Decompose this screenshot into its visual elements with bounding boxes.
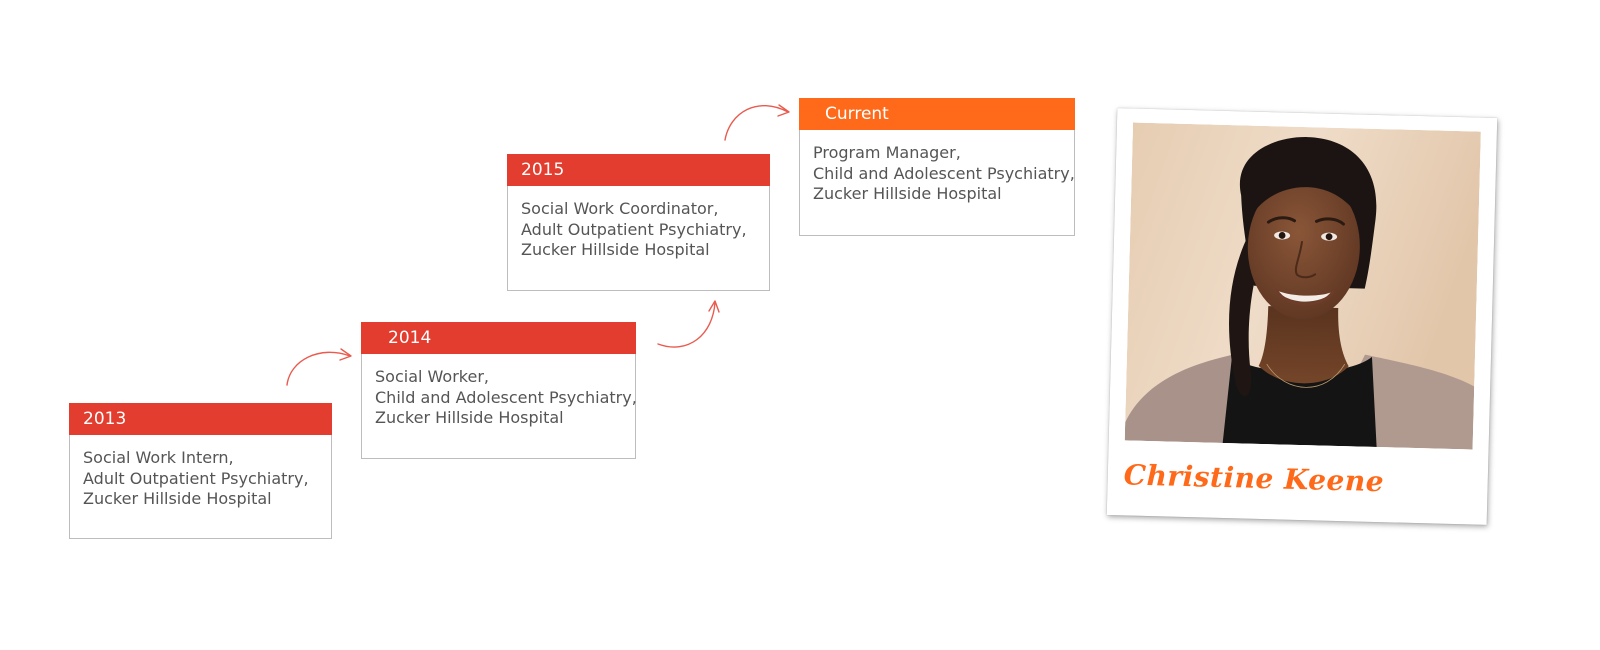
card-description: Program Manager, Child and Adolescent Ps…	[813, 143, 1075, 205]
card-role: Social Work Intern,	[83, 448, 234, 467]
polaroid-photo-frame: Christine Keene	[1106, 108, 1498, 525]
card-year-label: 2015	[521, 160, 565, 180]
card-year-header: 2015	[507, 154, 770, 186]
card-year-label: 2014	[388, 328, 432, 348]
timeline-card-2013: 2013 Social Work Intern, Adult Outpatien…	[69, 403, 332, 539]
card-department: Child and Adolescent Psychiatry,	[813, 163, 1075, 183]
profile-photo	[1124, 122, 1481, 450]
card-year-header: Current	[799, 98, 1075, 130]
card-institution: Zucker Hillside Hospital	[83, 489, 272, 508]
timeline-card-current: Current Program Manager, Child and Adole…	[799, 98, 1075, 236]
card-year-label: 2013	[83, 409, 127, 429]
card-description: Social Work Coordinator, Adult Outpatien…	[521, 199, 763, 261]
card-department: Child and Adolescent Psychiatry,	[375, 387, 637, 407]
card-institution: Zucker Hillside Hospital	[375, 408, 564, 427]
card-role: Social Work Coordinator,	[521, 199, 719, 218]
curved-arrow-icon	[286, 348, 352, 386]
card-year-label: Current	[825, 104, 889, 124]
card-year-header: 2013	[69, 403, 332, 435]
card-institution: Zucker Hillside Hospital	[813, 184, 1002, 203]
card-year-header: 2014	[361, 322, 636, 354]
profile-name-signature: Christine Keene	[1123, 458, 1385, 499]
card-description: Social Work Intern, Adult Outpatient Psy…	[83, 448, 325, 510]
card-role: Program Manager,	[813, 143, 961, 162]
card-description: Social Worker, Child and Adolescent Psyc…	[375, 367, 637, 429]
timeline-card-2015: 2015 Social Work Coordinator, Adult Outp…	[507, 154, 770, 291]
card-institution: Zucker Hillside Hospital	[521, 240, 710, 259]
card-department: Adult Outpatient Psychiatry,	[83, 468, 309, 488]
timeline-card-2014: 2014 Social Worker, Child and Adolescent…	[361, 322, 637, 459]
curved-arrow-icon	[657, 300, 720, 348]
card-department: Adult Outpatient Psychiatry,	[521, 219, 747, 239]
card-role: Social Worker,	[375, 367, 489, 386]
curved-arrow-icon	[724, 104, 790, 141]
